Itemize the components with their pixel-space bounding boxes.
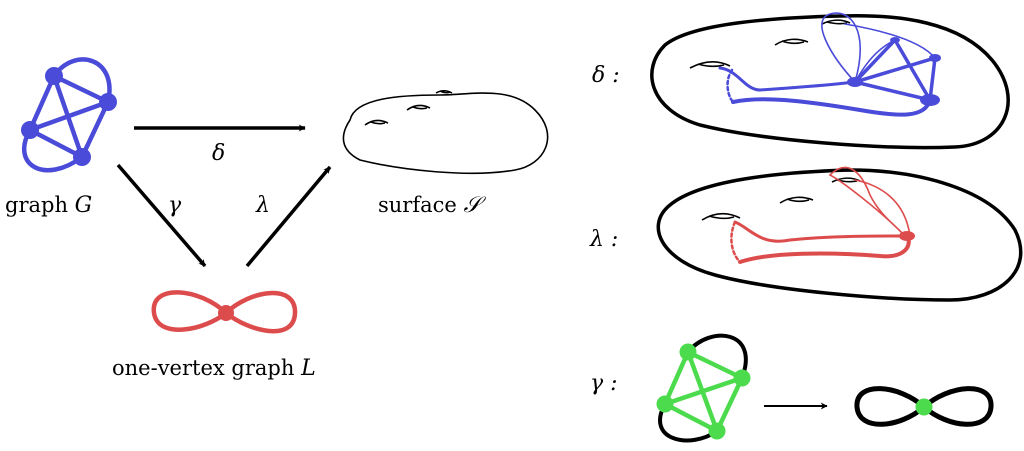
panel-gamma-graph [658,333,748,443]
graph-g-figure [22,57,112,173]
arrow-lambda [245,165,332,268]
graph-g-vertices [21,67,117,166]
one-vertex-graph-vertex [218,305,234,321]
arrow-gamma-label: γ [168,193,182,218]
panel-gamma-vertices [656,343,751,440]
panel-gamma-bouquet [854,386,994,427]
surface-s-label: surface 𝒮 [378,193,487,218]
panel-delta-surface [650,13,1010,150]
panel-delta-vertices [847,37,941,106]
graph-g-label: graph G [5,193,92,218]
panel-lambda-vertex [899,231,915,241]
panel-gamma-bouquet-vertex [915,398,933,416]
panel-lambda-surface [656,168,1023,302]
arrow-gamma [116,163,207,268]
surface-s-figure [342,89,549,175]
panel-lambda-loops [730,166,911,264]
panel-delta-graph [718,12,938,117]
panel-gamma-label: γ : [590,371,618,396]
arrow-lambda-label: λ [255,193,270,218]
panel-delta-label: δ : [592,63,620,88]
arrow-delta-label: δ [212,141,225,166]
one-vertex-graph-label: one-vertex graph L [112,356,316,381]
panel-lambda-label: λ : [589,227,618,252]
one-vertex-graph-figure [151,290,298,334]
